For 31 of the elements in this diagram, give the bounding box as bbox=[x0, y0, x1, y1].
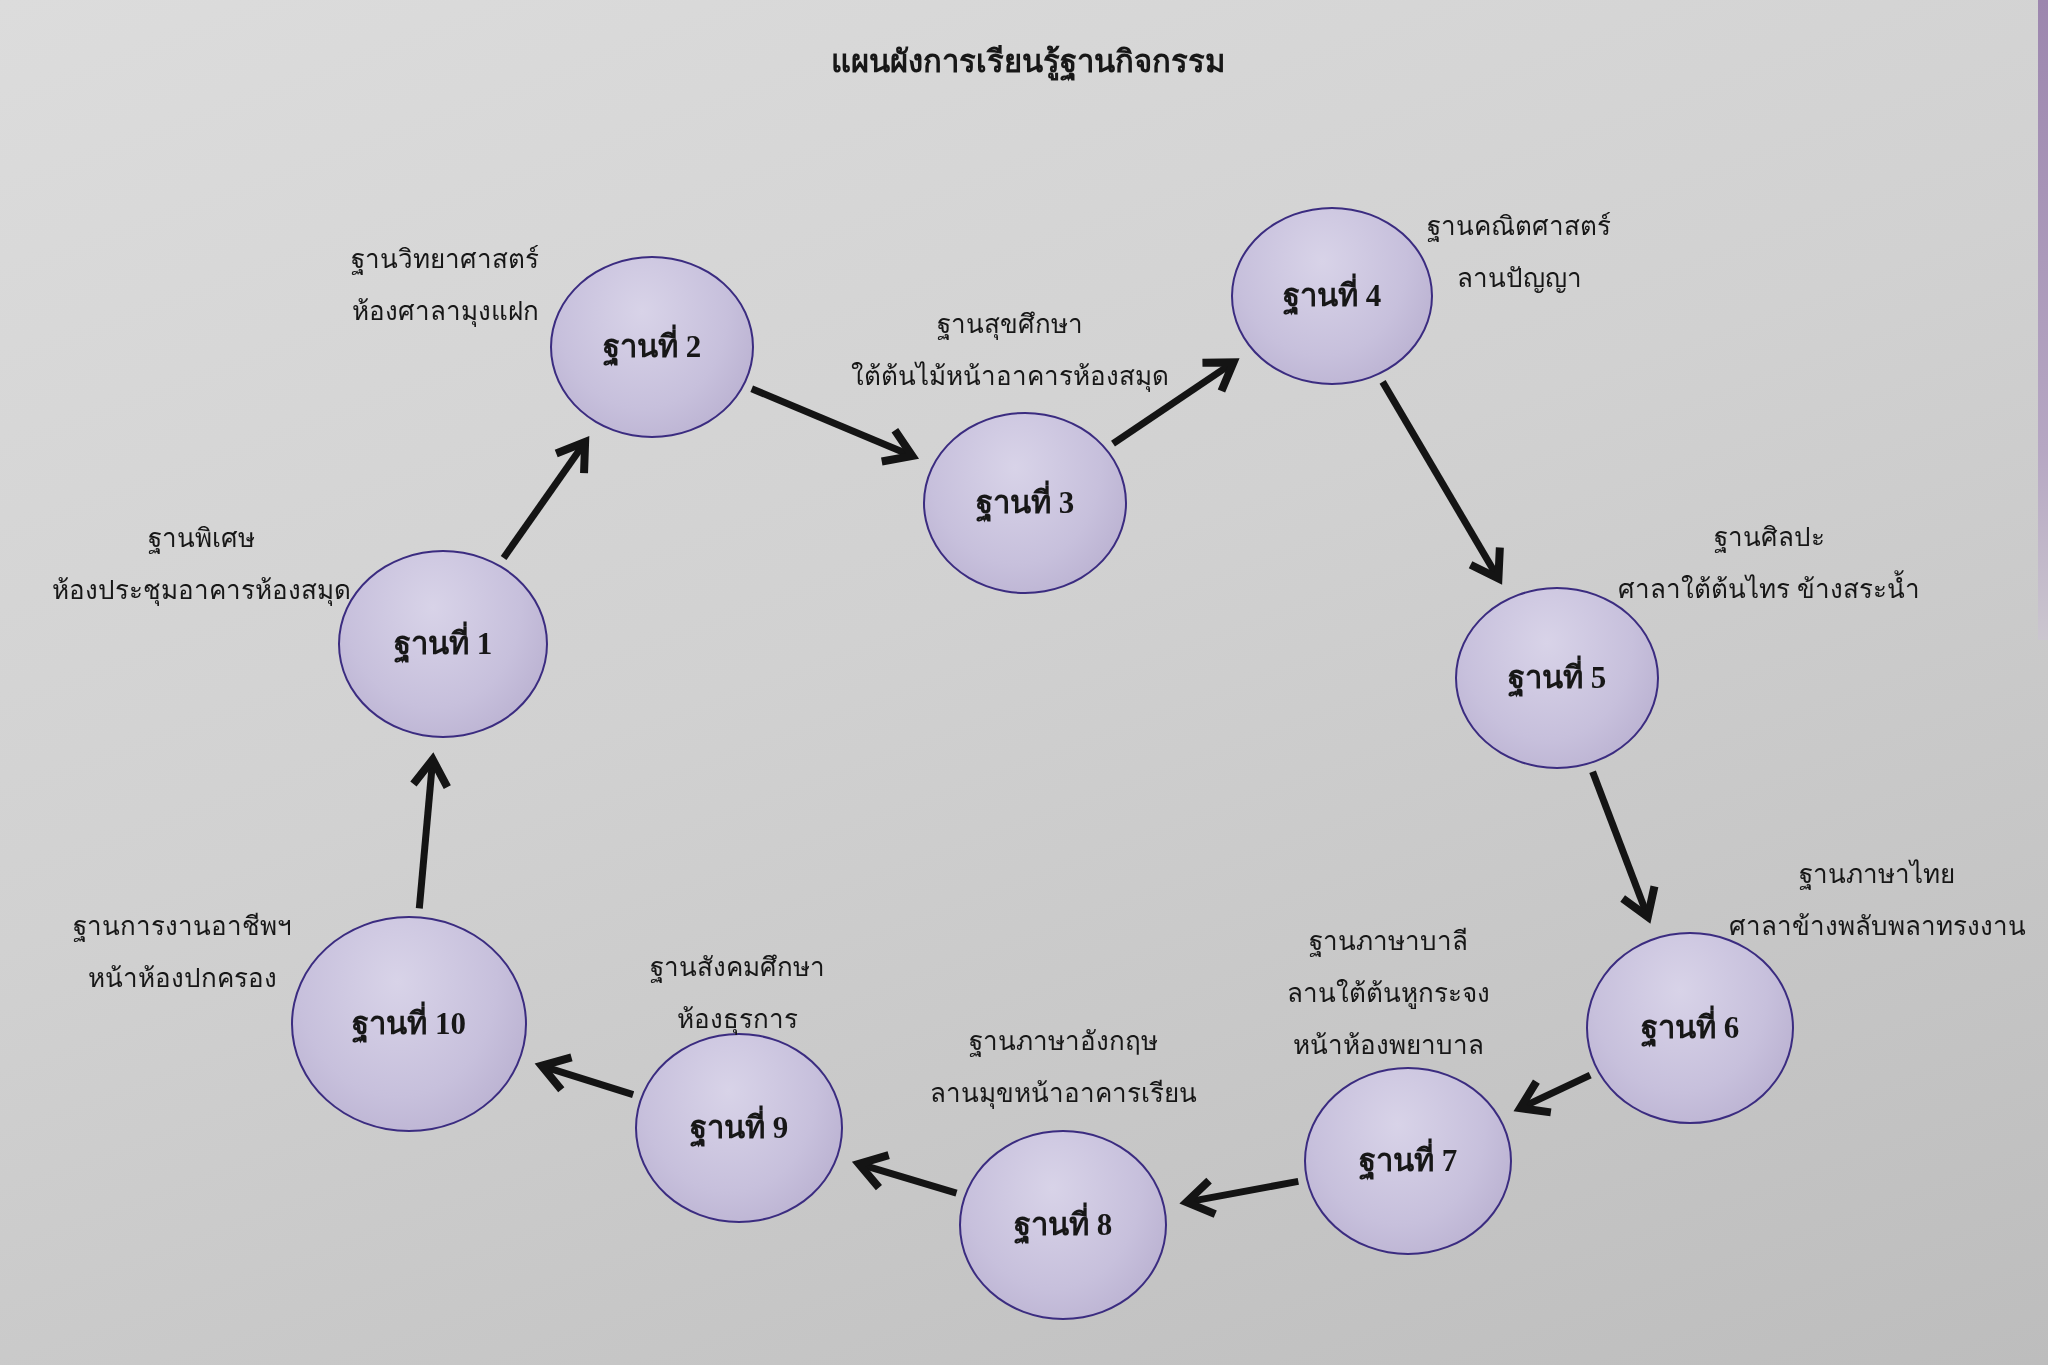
caption-text: หน้าห้องพยาบาล bbox=[1292, 1029, 1484, 1062]
arrow bbox=[1379, 380, 1504, 583]
caption-text: ฐานภาษาบาลี bbox=[1308, 925, 1468, 959]
arrow bbox=[854, 1151, 958, 1197]
caption-text: ฐานภาษาไทย bbox=[1799, 858, 1955, 892]
arrow bbox=[537, 1053, 635, 1098]
caption-text: ฐานวิทยาศาสตร์ bbox=[351, 243, 539, 277]
arrow bbox=[1111, 358, 1238, 447]
arrow bbox=[409, 755, 452, 909]
caption-text: ฐานพิเศษ bbox=[147, 522, 255, 556]
caption-text: ลานมุขหน้าอาคารเรียน bbox=[929, 1077, 1197, 1111]
title: แผนผังการเรียนรู้ฐานกิจกรรม bbox=[831, 43, 1225, 83]
caption-text: ฐานคณิตศาสตร์ bbox=[1427, 210, 1611, 244]
caption-text: ลานใต้ต้นหูกระจง bbox=[1286, 977, 1490, 1011]
arrow bbox=[1182, 1176, 1299, 1219]
caption-text: ศาลาข้างพลับพลาทรงงาน bbox=[1728, 910, 2026, 943]
arrow bbox=[750, 385, 917, 466]
caption-text: ห้องศาลามุงแฝก bbox=[351, 295, 539, 329]
caption-text: ฐานศิลปะ bbox=[1713, 521, 1825, 555]
caption-text: ใต้ต้นไม้หน้าอาคารห้องสมุด bbox=[851, 360, 1169, 394]
caption-text: ห้องธุรการ bbox=[676, 1003, 798, 1037]
caption-text: ห้องประชุมอาคารห้องสมุด bbox=[51, 574, 351, 608]
caption-text: ฐานภาษาอังกฤษ bbox=[968, 1025, 1158, 1059]
caption-text: ฐานสังคมศึกษา bbox=[649, 951, 825, 985]
caption-text: ลานปัญญา bbox=[1456, 262, 1582, 295]
caption-text: ฐานการงานอาชีพฯ bbox=[72, 910, 292, 944]
arrow bbox=[500, 438, 590, 560]
caption-text: หน้าห้องปกครอง bbox=[87, 962, 277, 995]
arrow bbox=[1516, 1071, 1592, 1117]
caption-text: ฐานสุขศึกษา bbox=[937, 308, 1083, 342]
arrow bbox=[1589, 770, 1659, 921]
